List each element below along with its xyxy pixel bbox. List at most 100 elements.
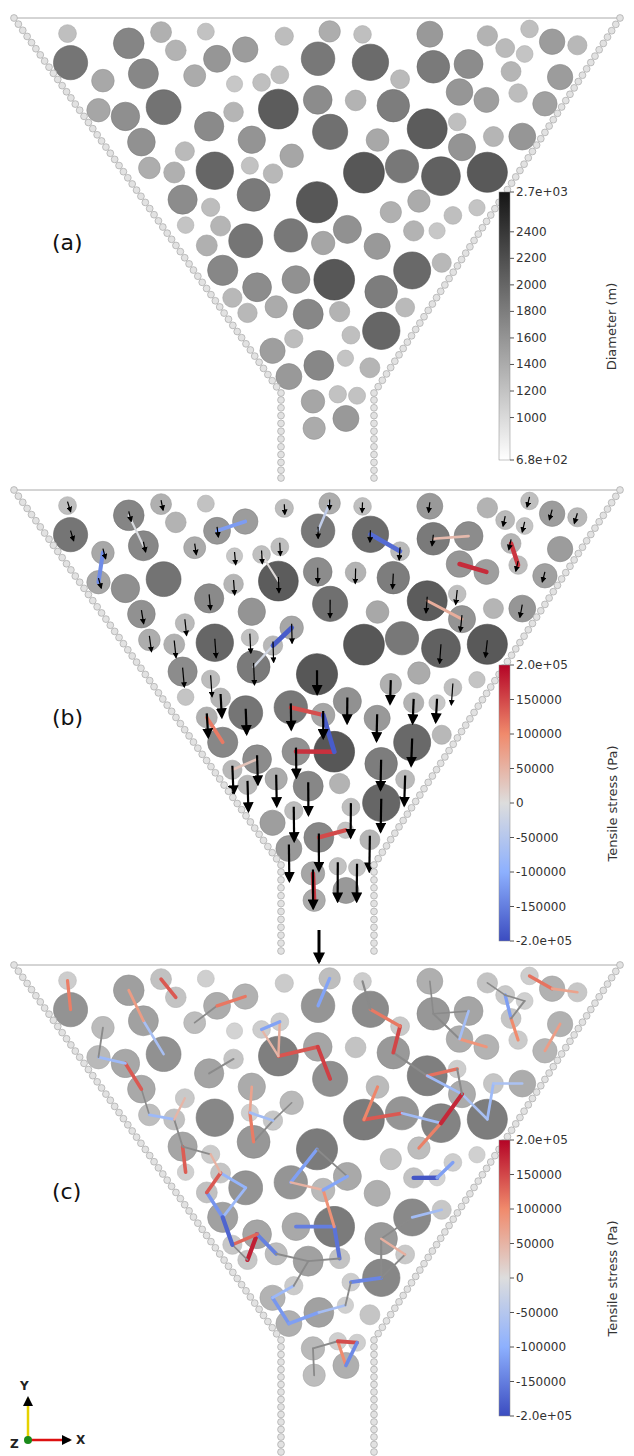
particle [385,150,418,183]
particle [275,27,293,45]
wall-particle [190,1214,197,1221]
wall-particle [562,1044,569,1051]
wall-particle [371,1344,378,1351]
wall-particle [579,544,586,551]
wall-particle [483,218,490,225]
wall-particle [194,273,201,280]
particle [319,21,340,42]
bond [174,1119,182,1146]
tick-mark [510,311,514,312]
wall-particle [278,1426,285,1433]
axis-x [28,1439,70,1442]
wall-particle [554,582,561,589]
wall-particle [433,1241,440,1248]
wall-particle [278,1381,285,1388]
wall-particle [408,804,415,811]
bond [370,1009,400,1026]
wall-particle [521,633,528,640]
wall-particle [146,677,153,684]
particle [59,25,77,43]
wall-particle [234,1275,241,1282]
wall-particle [278,1441,285,1448]
wall-particle [583,65,590,72]
wall-particle [371,932,378,939]
colorbar-tick: 1000 [516,412,547,424]
wall-particle [24,980,31,987]
bond [319,1305,346,1312]
particle [391,542,410,561]
particle [238,303,257,322]
particle [304,350,334,380]
bond [209,1059,233,1073]
wall-particle [371,916,378,923]
colorbar-tick: 2200 [516,252,547,264]
wall-particle [278,932,285,939]
particle [454,50,483,79]
wall-particle [562,569,569,576]
wall-particle [371,884,378,891]
wall-particle [229,1269,236,1276]
bond [98,553,102,583]
wall-particle [186,261,193,268]
wall-particle [76,107,83,114]
wall-particle [155,217,162,224]
wall-particle [608,27,615,34]
tick-mark [510,768,514,769]
wall-particle [608,974,615,981]
velocity-arrow [185,619,187,635]
velocity-arrow [485,640,487,657]
particle [516,46,533,63]
particle [380,1148,401,1169]
tick-mark [510,837,514,838]
wall-particle [89,597,96,604]
wall-particle [138,1140,145,1147]
wall-particle [269,1324,276,1331]
particle [271,538,289,556]
wall-particle [479,224,486,231]
particle [260,810,285,835]
tick-mark [510,1278,514,1279]
particle [342,326,360,344]
wall-particle [177,720,184,727]
wall-particle [63,88,70,95]
colorbar-tick: -2.0e+05 [516,935,572,947]
wall-particle [142,199,149,206]
bond [437,1162,453,1177]
particle [92,69,115,92]
wall-particle [508,180,515,187]
velocity-arrow [98,578,101,588]
tick-mark [510,337,514,338]
velocity-arrow [346,697,348,723]
wall-particle [408,1279,415,1286]
wall-particle [391,358,398,365]
particle [469,1147,485,1163]
velocity-arrow [522,522,524,532]
wall-particle [46,64,53,71]
wall-particle [54,76,61,83]
wall-particle [129,1128,136,1135]
wall-particle [94,131,101,138]
wall-particle [37,523,44,530]
wall-particle [203,285,210,292]
wall-particle [278,1337,285,1344]
bond [323,1176,347,1190]
particle [194,584,223,613]
wall-particle [521,161,528,168]
bond [462,1094,487,1119]
bond [381,1239,405,1255]
particle [285,330,303,348]
colorbar-tick: -150000 [516,1376,566,1388]
wall-particle [617,487,624,494]
wall-particle [558,104,565,111]
particle [224,102,244,122]
bond [183,1147,211,1155]
wall-particle [446,275,453,282]
wall-particle [41,530,48,537]
bond [530,976,553,989]
wall-particle [124,174,131,181]
wall-particle [579,1019,586,1026]
bond [433,1011,468,1014]
velocity-arrow [527,497,529,507]
bond [308,1259,339,1262]
wall-particle [441,282,448,289]
